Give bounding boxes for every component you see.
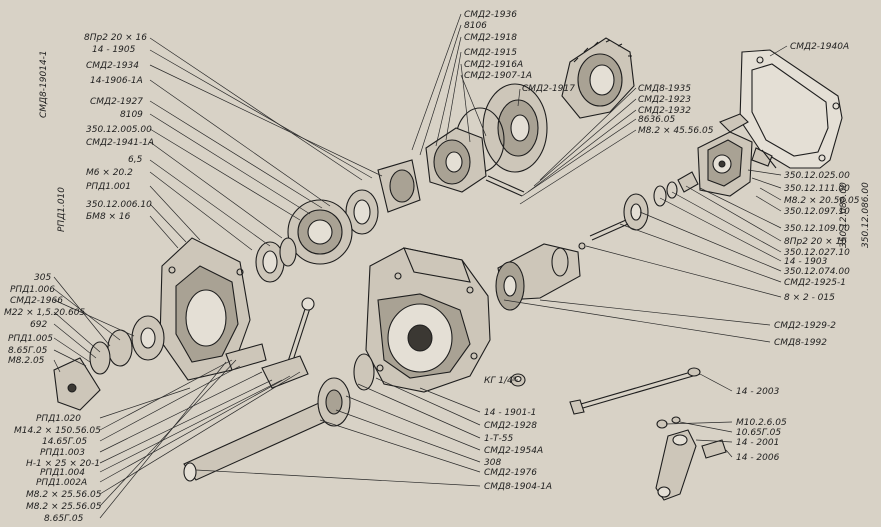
- label-l38: СМД2-1929-2: [774, 321, 836, 331]
- label-l24: СМД2-1932: [638, 106, 691, 116]
- label-l20: 350.12.006.10: [86, 200, 152, 210]
- label-l11: СМД2-1934: [86, 61, 139, 71]
- lever-arm: [655, 416, 727, 501]
- part-labels: СМД2-1936 8106 СМД2-1918 СМД2-1915 СМД2-…: [4, 10, 871, 524]
- bolts-right: [485, 149, 777, 250]
- label-v2: РПД1.010: [57, 187, 67, 232]
- label-l10: 14 - 1905: [92, 45, 136, 55]
- label-l25: 8636.05: [638, 115, 675, 125]
- label-v4: 350.12.086.00: [861, 182, 871, 248]
- label-l39: СМД8-1992: [774, 338, 827, 348]
- label-l23: СМД2-1923: [638, 95, 691, 105]
- label-l21: БМ8 × 16: [86, 212, 131, 222]
- label-l18: М6 × 20.2: [86, 168, 133, 178]
- pressure-disc: [455, 83, 548, 173]
- label-l68: М8.2 × 25.56.05: [26, 490, 102, 500]
- label-l35: 350.12.074.00: [784, 267, 850, 277]
- pump-housing: [697, 113, 773, 197]
- label-l30: 350.12.097.10: [784, 207, 850, 217]
- label-v1: СМД8-19014-1: [39, 50, 49, 118]
- label-v3: 350.12.080.00: [839, 182, 849, 248]
- bearing-set: [255, 189, 379, 283]
- label-l08: СМД2-1940А: [790, 42, 849, 52]
- label-l65: Н-1 × 25 × 20-1: [26, 459, 100, 469]
- label-l12: 14-1906-1А: [90, 76, 143, 86]
- label-l48: КГ 1/4": [484, 376, 517, 386]
- label-l22: СМД8-1935: [638, 84, 691, 94]
- label-l07: СМД2-1917: [522, 84, 575, 94]
- label-l03: СМД2-1918: [464, 33, 517, 43]
- label-l69: М8.2 × 25.56.05: [26, 502, 102, 512]
- label-l02: 8106: [464, 21, 487, 31]
- label-l52: 1-Т-55: [484, 434, 513, 444]
- label-l36: СМД2-1925-1: [784, 278, 846, 288]
- label-l19: РПД1.001: [86, 182, 131, 192]
- input-shaft-left: [53, 315, 165, 411]
- label-l15: 350.12.005.00: [86, 125, 152, 135]
- label-l29: М8.2 × 20.56.05: [784, 196, 860, 206]
- label-l33: 350.12.027.10: [784, 248, 850, 258]
- label-l50: 14 - 1901-1: [484, 408, 536, 418]
- label-l44: 692: [30, 320, 47, 330]
- label-l34: 14 - 1903: [784, 257, 828, 267]
- label-l60: 14 - 2006: [736, 453, 780, 463]
- label-l58: 10.65Г.05: [736, 428, 781, 438]
- label-l17: 6,5: [128, 155, 143, 165]
- label-l31: 350.12.109.00: [784, 224, 850, 234]
- label-l01: СМД2-1936: [464, 10, 517, 20]
- label-l61: РПД1.020: [36, 414, 81, 424]
- label-l32: 8Пр2 20 × 16: [784, 237, 847, 247]
- pump-shaft-parts: [589, 171, 699, 241]
- label-l67: РПД1.002А: [36, 478, 87, 488]
- large-gear-ring: [561, 37, 635, 119]
- label-l40: 305: [34, 273, 51, 283]
- bell-housing: [159, 237, 251, 381]
- label-l59: 14 - 2001: [736, 438, 779, 448]
- label-l45: РПД1.005: [8, 334, 53, 344]
- label-l57: М10.2.6.05: [736, 418, 787, 428]
- label-l70: 8.65Г.05: [44, 514, 84, 524]
- label-l26: М8.2 × 45.56.05: [638, 126, 714, 136]
- label-l14: 8109: [120, 110, 143, 120]
- label-l06: СМД2-1907-1А: [464, 71, 532, 81]
- label-l04: СМД2-1915: [464, 48, 517, 58]
- label-l47: М8.2.05: [8, 356, 45, 366]
- label-l66: РПД1.004: [40, 468, 85, 478]
- label-l09: 8Пр2 20 × 16: [84, 33, 147, 43]
- label-l46: 8.65Г.05: [8, 346, 48, 356]
- control-rod: [569, 367, 701, 415]
- label-l16: СМД2-1941-1А: [86, 138, 154, 148]
- leader-lines: [53, 13, 788, 519]
- label-l64: РПД1.003: [40, 448, 85, 458]
- label-l54: 308: [484, 458, 501, 468]
- label-l13: СМД2-1927: [90, 97, 143, 107]
- label-l41: РПД1.006: [10, 285, 55, 295]
- output-shaft: [183, 353, 375, 482]
- label-l49: 14 - 2003: [736, 387, 780, 397]
- gasket-cover: [739, 49, 843, 169]
- label-l05: СМД2-1916А: [464, 60, 523, 70]
- label-l37: 8 × 2 - 015: [784, 293, 835, 303]
- label-l53: СМД2-1954А: [484, 446, 543, 456]
- label-l56: СМД8-1904-1А: [484, 482, 552, 492]
- gear-lever: [225, 297, 315, 389]
- label-l42: СМД2-1966: [10, 296, 63, 306]
- main-housing: [365, 247, 491, 393]
- label-l62: М14.2 × 150.56.05: [14, 426, 101, 436]
- label-l63: 14.65Г.05: [42, 437, 87, 447]
- label-l51: СМД2-1928: [484, 421, 537, 431]
- label-l28: 350.12.111.00: [784, 184, 850, 194]
- parts-group: [53, 37, 843, 501]
- label-l27: 350.12.025.00: [784, 171, 850, 181]
- label-l43: М22 × 1,5.20.605: [4, 308, 85, 318]
- splined-gear-shaft: [495, 243, 581, 311]
- clutch-hub: [377, 127, 487, 213]
- label-l55: СМД2-1976: [484, 468, 537, 478]
